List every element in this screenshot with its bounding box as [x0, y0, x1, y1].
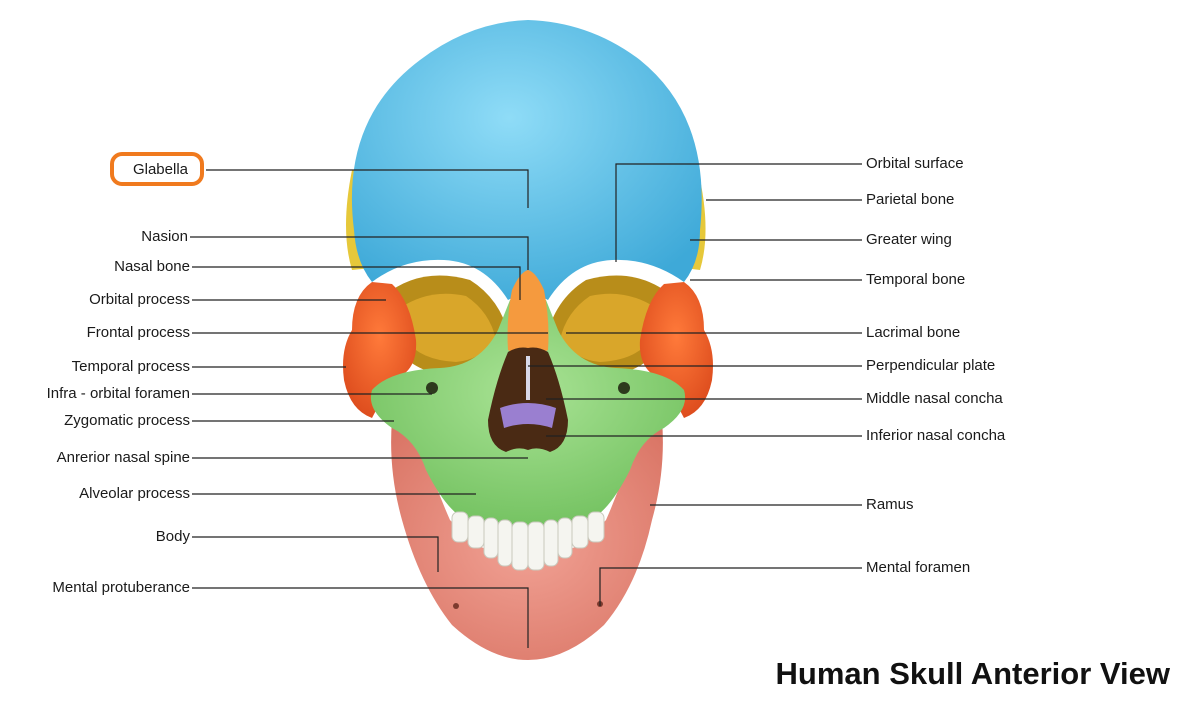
leader-glabella — [206, 169, 529, 208]
label-alveolar-process: Alveolar process — [79, 485, 190, 502]
label-mental-protuberance: Mental protuberance — [52, 579, 190, 596]
label-nasal-bone: Nasal bone — [114, 258, 190, 275]
label-temporal-bone: Temporal bone — [866, 271, 966, 288]
label-parietal-bone: Parietal bone — [866, 191, 955, 208]
leader-orbital-surface — [615, 163, 862, 262]
left-orbit-wing — [400, 293, 496, 362]
leader-lines — [190, 163, 862, 648]
zygomatic-right-shape — [639, 282, 713, 418]
mental-foramen-left — [453, 603, 459, 609]
leader-mental-protuberance — [192, 587, 529, 648]
label-frontal-process: Frontal process — [86, 324, 190, 341]
label-inferior-nasal-concha: Inferior nasal concha — [866, 427, 1006, 444]
mandible-shape — [391, 420, 663, 660]
infra-orbital-foramen-right — [618, 382, 630, 394]
teeth — [451, 511, 605, 571]
glabella-highlight-box — [110, 152, 204, 186]
perpendicular-plate-shape — [526, 356, 530, 400]
label-glabella: Glabella — [132, 161, 188, 178]
label-mental-foramen: Mental foramen — [866, 559, 971, 576]
label-temporal-process: Temporal process — [71, 358, 190, 375]
leader-nasal-bone — [192, 266, 521, 300]
label-orbital-surface: Orbital surface — [866, 155, 964, 172]
diagram-title: Human Skull Anterior View — [775, 656, 1170, 691]
leader-nasion — [190, 236, 529, 270]
leader-body — [192, 536, 439, 572]
label-body: Body — [155, 528, 190, 545]
label-nasion: Nasion — [141, 228, 188, 245]
zygomatic-left-shape — [343, 282, 417, 418]
frontal-bone-shape — [351, 20, 702, 300]
label-orbital-process: Orbital process — [89, 291, 190, 308]
label-anrerior-nasal-spine: Anrerior nasal spine — [56, 449, 190, 466]
label-lacrimal-bone: Lacrimal bone — [866, 324, 961, 341]
right-orbit-wing — [560, 293, 656, 362]
inferior-concha-shape — [500, 403, 556, 428]
label-zygomatic-process: Zygomatic process — [64, 412, 190, 429]
label-infra-orbital-foramen: Infra - orbital foramen — [46, 385, 190, 402]
leader-mental-foramen — [599, 567, 862, 606]
label-ramus: Ramus — [866, 496, 914, 513]
label-middle-nasal-concha: Middle nasal concha — [866, 390, 1003, 407]
label-perpendicular-plate: Perpendicular plate — [866, 357, 996, 374]
label-greater-wing: Greater wing — [866, 231, 952, 248]
nasal-bone-shape — [507, 270, 549, 360]
infra-orbital-foramen-left — [426, 382, 438, 394]
